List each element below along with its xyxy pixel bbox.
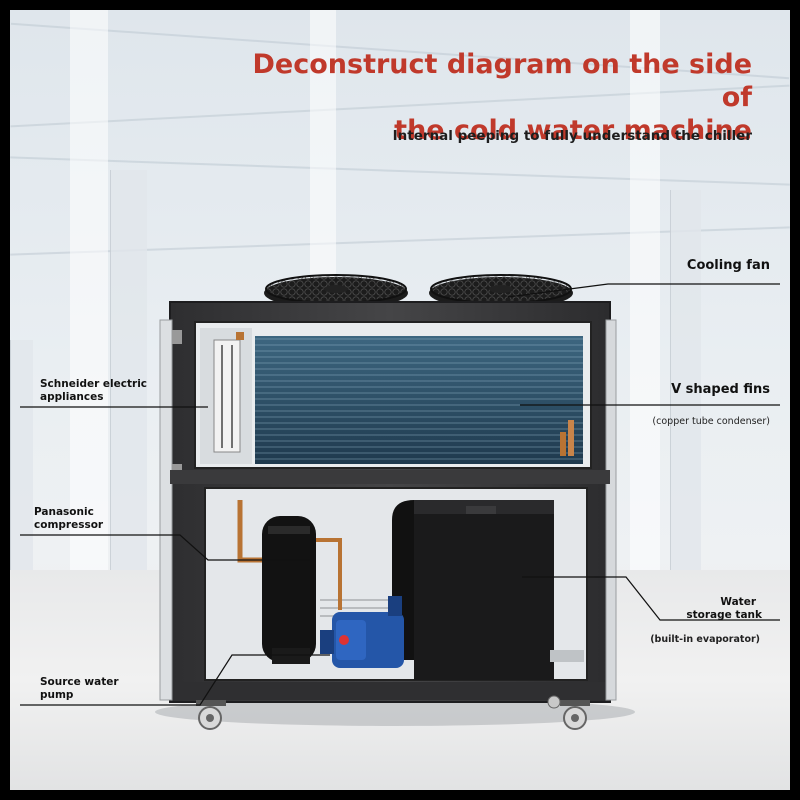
note-copper-tube-condenser: (copper tube condenser) [652,416,770,427]
leader-tank [522,576,780,621]
title-line-2: the cold water machine [394,115,752,146]
label-tank-line-1: Water [720,596,757,608]
label-schneider-line-2: appliances [40,391,104,403]
condenser-copper-tubes [560,420,574,456]
label-pump-line-2: pump [40,689,74,701]
warehouse-column [670,190,701,590]
hinge [172,330,182,344]
side-panel-right [605,319,617,701]
source-water-pump [320,596,404,668]
diagram-subtitle: Internal peeping to fully understand the… [392,128,752,144]
leader-panasonic [20,534,310,561]
label-panasonic-line-2: compressor [34,519,104,531]
warehouse-column [110,170,147,590]
label-water-storage-tank: Water storage tank [686,596,762,622]
light-beam [70,10,108,570]
label-tank-line-2: storage tank [686,609,762,621]
light-beam [630,10,660,570]
label-pump-line-1: Source water [40,676,119,688]
label-schneider-line-1: Schneider electric [40,378,148,390]
floor-shadow [155,698,635,726]
label-panasonic-line-1: Panasonic [34,506,94,518]
warehouse-column [10,340,33,590]
leader-cooling-fan [507,283,780,298]
label-v-shaped-fins: V shaped fins [671,382,770,397]
fin-lines [255,336,583,464]
leader-pump [20,654,330,706]
side-panel-door [159,319,173,701]
label-schneider-electric: Schneider electric appliances [40,378,147,404]
title-line-1: Deconstruct diagram on the side of [252,49,753,113]
label-panasonic-compressor: Panasonic compressor [34,506,103,532]
cabinet-base [175,682,605,700]
caster-wheels [196,695,590,730]
electrical-components [213,332,244,453]
leader-lines [20,283,780,706]
note-built-in-evaporator: (built-in evaporator) [650,634,760,645]
diagram-title: Deconstruct diagram on the side of the c… [232,48,753,147]
label-source-water-pump: Source water pump [40,676,119,702]
cabinet-divider [170,470,610,484]
label-cooling-fan: Cooling fan [686,258,770,273]
